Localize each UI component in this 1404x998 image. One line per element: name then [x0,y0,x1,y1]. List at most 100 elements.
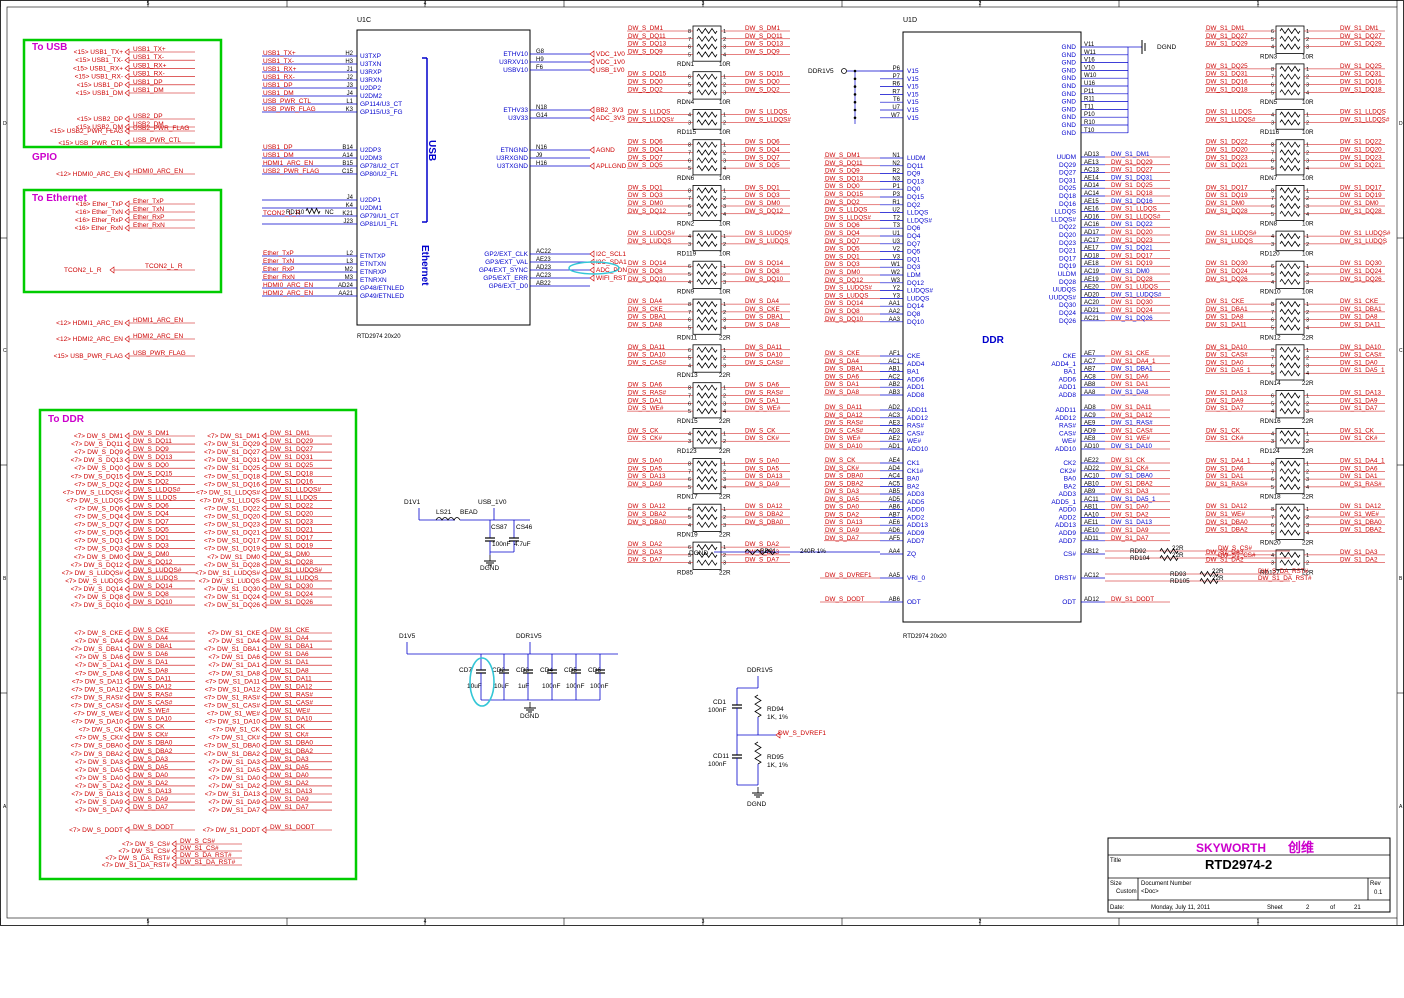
rn-left-net-out: DW_S_CAS# [745,359,784,366]
ddr-net-net: DW_S_DQ0 [133,462,169,469]
u1d-left-net: DW_S_DA6 [825,373,859,380]
u1d-pin-name: ADD1 [907,384,925,391]
rn-left-net-out: DW_S_DA13 [745,473,783,480]
ddr-net-net: DW_S1_DA11 [270,675,312,682]
resistor-symbol [1279,119,1301,126]
rn-left-net-out: DW_S_DA4 [745,298,779,305]
u1d-left-net: DW_S_DQ4 [825,230,860,237]
u1d-pin-name: DQ14 [907,303,924,310]
ddr-net-ref: <7> DW_S_DQ4 [74,514,123,521]
rn-right-value: 10R [1302,175,1314,182]
rn-right-body [1275,390,1305,419]
off-page-arrow [261,456,267,464]
ddr-net-net: DW_S1_DQ25 [270,462,313,469]
rn-left-body [692,230,722,252]
u1d-pin-num: AD18 [1084,253,1100,259]
pin-num: 3 [1306,523,1309,529]
off-page-arrow [124,669,130,677]
u1d-left-net: DW_S_DA12 [825,412,863,419]
u1d-pin-name: V15 [907,99,919,106]
off-page-arrow [124,48,130,56]
u1d-pin-num: AC19 [1084,269,1100,275]
off-page-arrow [775,731,781,739]
pin-num: 3 [688,439,691,445]
resistor-symbol [696,81,718,88]
u1d-pin-name: DQ13 [907,178,924,185]
pin-num: 6 [688,401,691,407]
pin-num: 5 [1271,371,1274,377]
pin-num: 2 [723,515,726,521]
pin-num: 2 [723,272,726,278]
pin-num: 6 [688,45,691,51]
u1c-net-label: HDMI1_ARC_EN [263,160,314,167]
ddr-net-net: DW_S1_CAS# [270,699,313,706]
pin-num: 6 [1271,264,1274,270]
rn-left-net-out: DW_S_DQ12 [745,208,784,215]
rn-left-net-in: DW_S_LLDQS# [628,116,674,123]
u1d-left-net: DW_S_DQ2 [825,199,860,206]
cap-value: 100nF [566,683,584,690]
rn-left-value: 10R [719,99,731,106]
ddr-net-ref: <7> DW_S_DBA2 [71,751,124,758]
u1c-pin-num: G14 [536,113,548,119]
u1d-pin-num: AA10 [1084,512,1099,518]
u1d-pin-name: ADD10 [907,446,928,453]
pin-num: 1 [1306,264,1309,270]
u1c-net-label: HDMI0_ARC_EN [263,282,314,289]
rn-left-net-in: DW_S_RAS# [628,390,667,397]
off-page-arrow [124,224,130,232]
rn-left-net-in: DW_S_DM0 [628,200,663,207]
rn-right-net-out: DW_S1_DA0 [1340,359,1378,366]
rn-right-net-out: DW_S1_DBA1 [1340,306,1382,313]
u1c-ethernet-label: Ethernet [419,245,430,286]
rn-left-net-in: DW_S_DQ6 [628,139,663,146]
off-page-arrow [261,790,267,798]
ddr-net-ref: <7> DW_S1_DM0 [207,554,260,561]
u1d-pin-name: DQ15 [907,194,924,201]
eth-net-net: Ether_TxN [133,206,164,213]
rn-left-net-in: DW_S_DA5 [628,465,662,472]
u1d-right-net: DW_S1_DBA0 [1111,473,1153,480]
u1d-pin-name: ADD0 [907,507,925,514]
u1d-pin-num: AC14 [1084,191,1100,197]
pin-num: 2 [723,37,726,43]
u1d-right-net: DW_S1_DA3 [1111,488,1149,495]
junction-dot [853,100,857,104]
resistor-symbol [1279,559,1301,566]
rn-left-value: 10R [719,175,731,182]
pin-num: 7 [1271,75,1274,81]
rn-right-net-out: DW_S1_DQ18 [1340,86,1382,93]
u1d-pin-num: AB5 [889,489,901,495]
u1d-pin-num: AA8 [1084,390,1096,396]
rn-left-ref: RDN2 [677,221,695,228]
pin-num: 5 [688,515,691,521]
off-page-arrow [124,464,130,472]
u1d-pin-name: LUDQS# [907,288,933,295]
u1c-pin-name: U3TXP [360,53,381,60]
u1d-pin-num: P1 [893,184,901,190]
pin-num: 3 [1306,318,1309,324]
u1d-pin-num: AC5 [888,481,900,487]
ddr-net-net: DW_S_DA8 [133,667,168,674]
u1d-pin-name: DQ30 [1059,302,1076,309]
ddr-net-net: DW_S1_DBA2 [270,748,313,755]
pin-num: 5 [1271,212,1274,218]
ddr-net-net: DW_S1_DODT [270,824,314,831]
resistor-symbol [1279,202,1301,210]
rn-right-net-out: DW_S1_DA3 [1340,549,1378,556]
ddr-net-net: DW_S1_LUDQS [270,575,319,582]
rn-left-net-in: DW_S_DBA2 [628,511,667,518]
u1d-pin-name: ADD6 [1059,376,1077,383]
pin-num: 1 [1306,462,1309,468]
u1d-right-net: DW_S1_DQ16 [1111,198,1153,205]
u1c-pin-name: U2DM1 [360,205,382,212]
off-page-arrow [589,266,595,274]
u1d-pin-name: DQ21 [1059,248,1076,255]
u1d-right-net: DW_S1_DQ26 [1111,315,1153,322]
rn-right-net-out: DW_S1_DQ27 [1340,33,1382,40]
cs-net-label: DW_S1_CS# [1218,552,1256,559]
u1d-pin-num: AC2 [888,374,900,380]
u1d-pin-num: P7 [893,74,901,80]
u1c-net-label: USB1_RX+ [263,66,297,73]
u1d-pin-name: DQ31 [1059,177,1076,184]
